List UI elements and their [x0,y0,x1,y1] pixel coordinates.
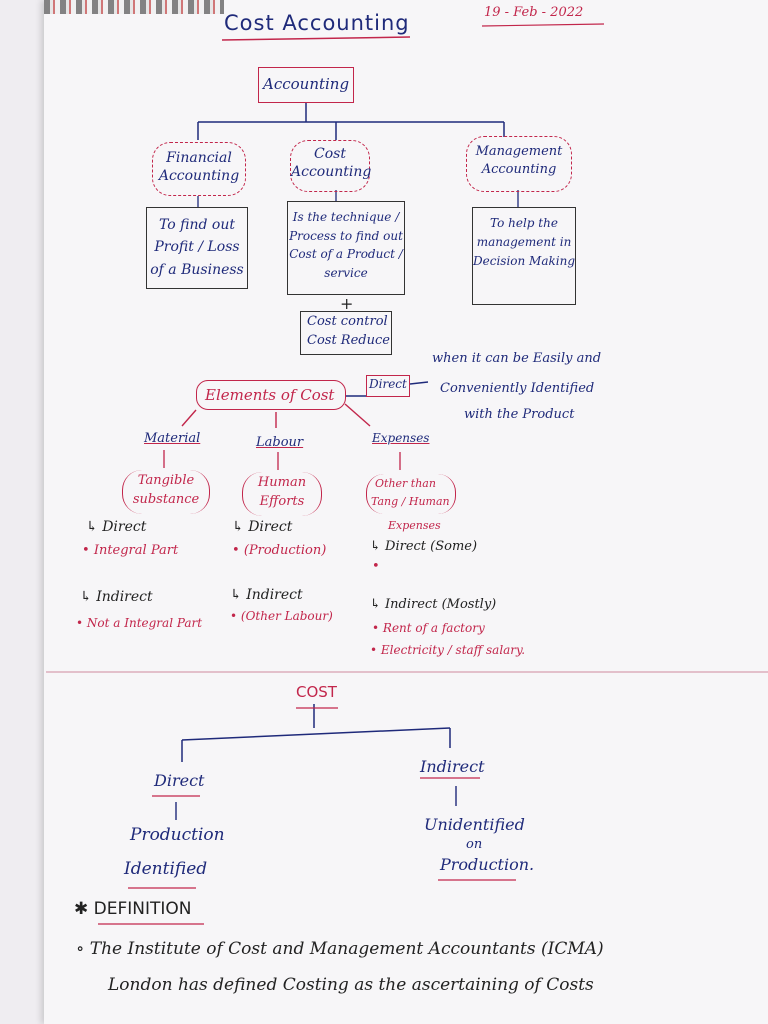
cost-tree-indirect-desc-3: Production. [440,855,535,874]
notebook-page [44,0,768,1024]
expenses-indirect-bullet-2: • Electricity / staff salary. [370,643,526,657]
cost-tree-indirect-desc-2: on [466,837,483,852]
labour-indirect: ↳ Indirect [230,587,303,603]
material-direct: ↳ Direct [86,519,147,535]
cost-control-box: Cost control Cost Reduce [300,311,392,355]
expenses-description-line-3: Expenses [388,519,441,532]
expenses-direct: ↳ Direct (Some) [370,539,478,554]
cost-tree-direct-desc-2: Identified [124,859,208,879]
labour-direct: ↳ Direct [232,519,293,535]
labour-indirect-bullet: • (Other Labour) [230,609,333,623]
labour-heading: Labour [256,435,304,450]
expenses-indirect: ↳ Indirect (Mostly) [370,597,497,612]
cost-tree-direct-desc-1: Production [130,825,225,845]
definition-heading: ✱ DEFINITION [74,899,192,919]
expenses-indirect-bullet-1: • Rent of a factory [372,621,485,635]
management-description-box: To help the management in Decision Makin… [472,207,576,305]
cost-accounting-cloud: Cost Accounting [290,140,371,192]
expenses-description: Other than Tang / Human [366,474,456,514]
cost-tree-root: COST [296,683,337,701]
direct-tag-box: Direct [366,375,410,397]
expenses-heading: Expenses [372,431,430,445]
elements-of-cost-box: Elements of Cost [196,380,346,410]
plus-sign: + [340,294,354,313]
direct-note-line-3: with the Product [464,407,575,422]
expenses-empty-bullet: • [372,559,380,574]
financial-description-box: To find out Profit / Loss of a Business [146,207,248,289]
page-title: Cost Accounting [224,11,410,35]
material-description: Tangible substance [122,470,210,514]
date: 19 - Feb - 2022 [484,5,584,20]
material-indirect-bullet: • Not a Integral Part [76,616,203,630]
cost-description-box: Is the technique / Process to find out C… [287,201,405,295]
management-accounting-cloud: Management Accounting [466,136,572,192]
accounting-box: Accounting [258,67,354,103]
cost-tree-indirect: Indirect [420,757,485,776]
cost-tree-indirect-desc-1: Unidentified [424,815,525,834]
material-direct-bullet: • Integral Part [82,543,179,558]
labour-description: Human Efforts [242,472,322,516]
definition-line-2: London has defined Costing as the ascert… [108,975,594,995]
notebook-binding [44,0,224,14]
cost-tree-direct: Direct [154,771,205,790]
definition-line-1: ∘ The Institute of Cost and Management A… [76,939,604,959]
material-heading: Material [144,431,201,446]
material-indirect: ↳ Indirect [80,589,153,605]
financial-accounting-cloud: Financial Accounting [152,142,246,196]
direct-note-line-1: when it can be Easily and [432,351,602,366]
direct-note-line-2: Conveniently Identified [440,381,595,396]
labour-direct-bullet: • (Production) [232,543,327,558]
